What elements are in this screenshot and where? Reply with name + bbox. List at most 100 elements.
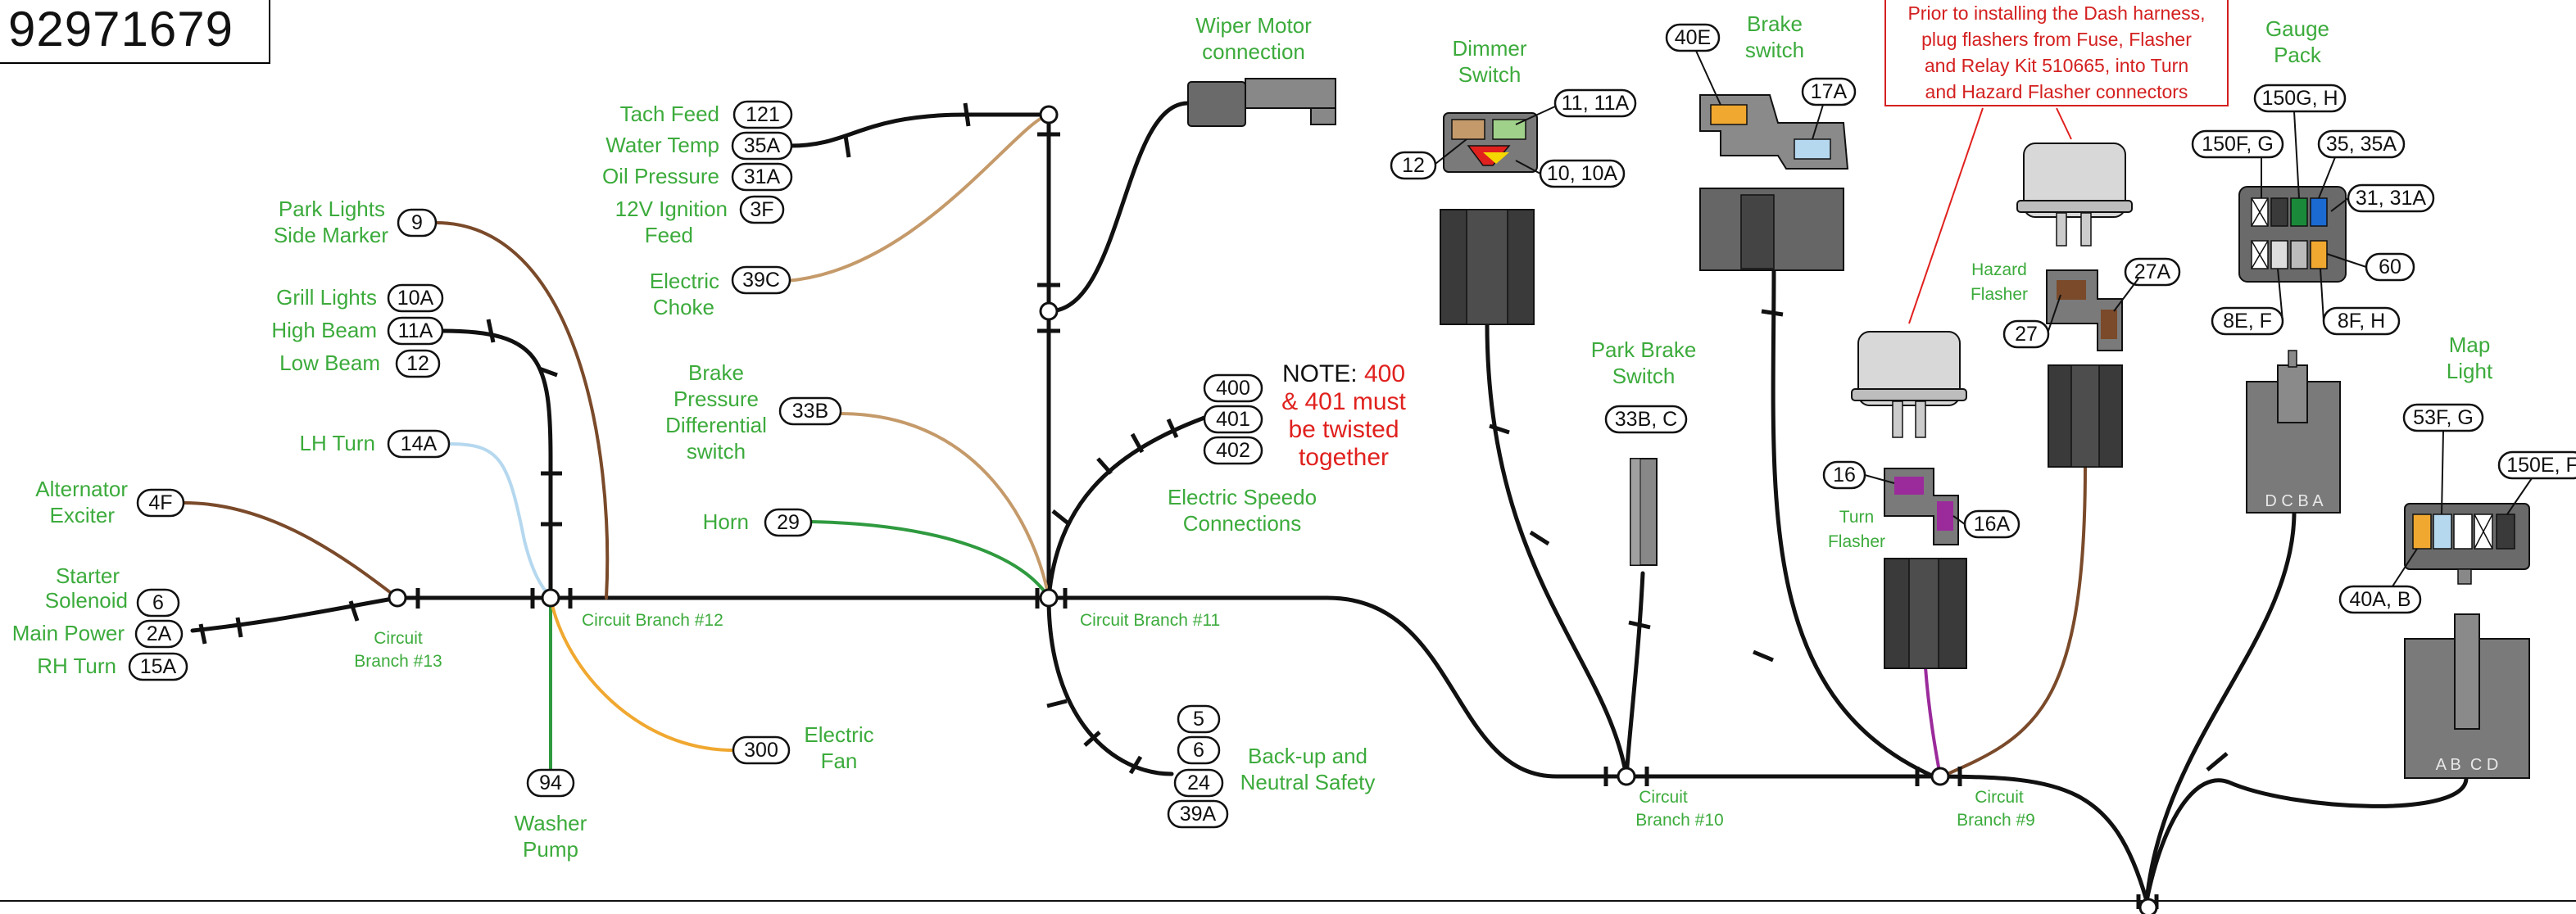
label-branch-13-2: Branch #13 bbox=[354, 652, 442, 671]
tag-39c: 39C bbox=[731, 265, 791, 295]
installation-note-box: Prior to installing the Dash harness, pl… bbox=[1884, 0, 2229, 106]
lh-turn-wire bbox=[447, 442, 552, 600]
label-ignition-1: 12V Ignition bbox=[615, 197, 728, 221]
svg-text:15A: 15A bbox=[140, 655, 177, 678]
label-speedo-2: Connections bbox=[1183, 511, 1302, 536]
electric-fan-wire bbox=[549, 596, 735, 752]
pin-letters: D C B A A B C D bbox=[2265, 492, 2498, 774]
left-labels: Park Lights Side Marker Grill Lights Hig… bbox=[12, 102, 749, 678]
brake-pressure-wire bbox=[838, 412, 1050, 600]
svg-text:6: 6 bbox=[152, 591, 164, 614]
label-low-beam: Low Beam bbox=[279, 351, 380, 375]
label-backup-1: Back-up and bbox=[1248, 744, 1367, 768]
svg-text:400: 400 bbox=[1216, 377, 1250, 400]
label-park-lights-2: Side Marker bbox=[274, 223, 388, 247]
svg-text:60: 60 bbox=[2379, 256, 2401, 278]
svg-text:14A: 14A bbox=[401, 432, 438, 455]
label-turn-1: Turn bbox=[1839, 508, 1874, 527]
tag-park-brake-33: 33B, C bbox=[1604, 405, 1688, 434]
backup-wire bbox=[1046, 595, 1174, 776]
label-rh-turn: RH Turn bbox=[37, 654, 116, 678]
tag-leaders bbox=[1435, 50, 2533, 587]
map-light-wire bbox=[2144, 776, 2469, 903]
label-starter-2: Solenoid bbox=[45, 588, 128, 613]
svg-text:40E: 40E bbox=[1675, 26, 1711, 49]
tag-53fg: 53F, G bbox=[2402, 403, 2484, 432]
svg-text:150G, H: 150G, H bbox=[2261, 87, 2338, 110]
tag-8ef: 8E, F bbox=[2211, 306, 2284, 336]
label-backup-2: Neutral Safety bbox=[1240, 770, 1376, 794]
installation-note-text: Prior to installing the Dash harness, pl… bbox=[1907, 2, 2206, 102]
horn-wire bbox=[810, 520, 1050, 600]
tag-10a: 10A bbox=[387, 283, 444, 313]
tag-dimmer-12: 12 bbox=[1390, 151, 1437, 180]
svg-text:10, 10A: 10, 10A bbox=[1547, 162, 1618, 185]
tag-94: 94 bbox=[526, 768, 575, 798]
tag-6b: 6 bbox=[1177, 735, 1221, 765]
tag-14a: 14A bbox=[387, 429, 451, 459]
branch-10-node bbox=[1617, 767, 1636, 786]
label-hazard-2: Flasher bbox=[1971, 285, 2028, 304]
gauge-feed-wire bbox=[788, 112, 1051, 148]
map-pin-letters: A B C D bbox=[2436, 756, 2499, 774]
tag-2a: 2A bbox=[134, 619, 184, 649]
svg-text:40A, B: 40A, B bbox=[2349, 588, 2410, 611]
svg-text:150E, F: 150E, F bbox=[2506, 454, 2576, 477]
tag-5: 5 bbox=[1177, 704, 1221, 734]
twist-note: NOTE: 400 & 401 must be twisted together bbox=[1281, 360, 1406, 471]
small-labels: Hazard Flasher Turn Flasher Circuit Bran… bbox=[354, 260, 2035, 830]
tag-31a: 31A bbox=[731, 162, 793, 192]
branch-13-node bbox=[388, 588, 407, 608]
dimmer-wire bbox=[1485, 321, 1629, 779]
svg-text:4F: 4F bbox=[148, 491, 172, 514]
svg-text:35, 35A: 35, 35A bbox=[2326, 133, 2397, 156]
tag-11a: 11A bbox=[387, 316, 444, 346]
wire-ticks bbox=[198, 102, 2229, 909]
tag-35: 35, 35A bbox=[2317, 129, 2406, 159]
speedo-wire bbox=[1046, 415, 1207, 600]
label-park-lights-1: Park Lights bbox=[279, 197, 385, 221]
label-park-brake-2: Switch bbox=[1612, 364, 1676, 388]
label-branch-10-1: Circuit bbox=[1639, 788, 1688, 807]
tag-40e: 40E bbox=[1665, 23, 1721, 52]
junction-nodes bbox=[388, 105, 2158, 914]
svg-text:8E, F: 8E, F bbox=[2223, 310, 2272, 333]
label-brake-pressure-1: Brake bbox=[688, 360, 744, 385]
label-map-light-2: Light bbox=[2447, 359, 2493, 383]
map-light-graphic bbox=[2404, 503, 2530, 779]
tag-27a: 27A bbox=[2124, 257, 2181, 287]
label-branch-11: Circuit Branch #11 bbox=[1080, 611, 1220, 630]
label-brake-pressure-4: switch bbox=[687, 439, 746, 464]
svg-text:39C: 39C bbox=[742, 269, 780, 292]
label-map-light-1: Map bbox=[2449, 333, 2491, 357]
label-main-power: Main Power bbox=[12, 621, 125, 645]
label-brake-pressure-3: Differential bbox=[665, 413, 767, 437]
tag-17a: 17A bbox=[1801, 77, 1857, 106]
svg-text:150F, G: 150F, G bbox=[2202, 133, 2274, 156]
tag-60: 60 bbox=[2365, 252, 2415, 282]
label-choke-2: Choke bbox=[653, 295, 714, 319]
tag-6: 6 bbox=[136, 588, 180, 618]
label-wiper-1: Wiper Motor bbox=[1195, 13, 1312, 38]
park-lights-wire bbox=[434, 221, 610, 600]
label-fan-2: Fan bbox=[821, 749, 858, 773]
svg-text:53F, G: 53F, G bbox=[2413, 406, 2474, 429]
svg-text:401: 401 bbox=[1216, 408, 1250, 431]
hazard-flasher-graphic bbox=[2016, 143, 2133, 468]
tag-dimmer-11: 11, 11A bbox=[1553, 88, 1637, 118]
part-number: 92971679 bbox=[8, 2, 234, 57]
brake-switch-graphic bbox=[1699, 94, 1849, 271]
label-speedo-1: Electric Speedo bbox=[1168, 485, 1317, 509]
label-hazard-1: Hazard bbox=[1971, 260, 2027, 279]
tag-31: 31, 31A bbox=[2347, 183, 2435, 213]
label-brake-switch-2: switch bbox=[1745, 38, 1804, 62]
label-oil-pressure: Oil Pressure bbox=[602, 164, 719, 188]
svg-text:16: 16 bbox=[1833, 464, 1856, 486]
svg-text:12: 12 bbox=[406, 352, 429, 375]
tag-150ef: 150E, F bbox=[2497, 450, 2576, 480]
part-number-box: 92971679 bbox=[0, 0, 270, 64]
branch-12-node bbox=[541, 588, 560, 608]
wires bbox=[183, 101, 2469, 903]
tag-15a: 15A bbox=[128, 652, 188, 681]
tag-16: 16 bbox=[1822, 460, 1866, 490]
